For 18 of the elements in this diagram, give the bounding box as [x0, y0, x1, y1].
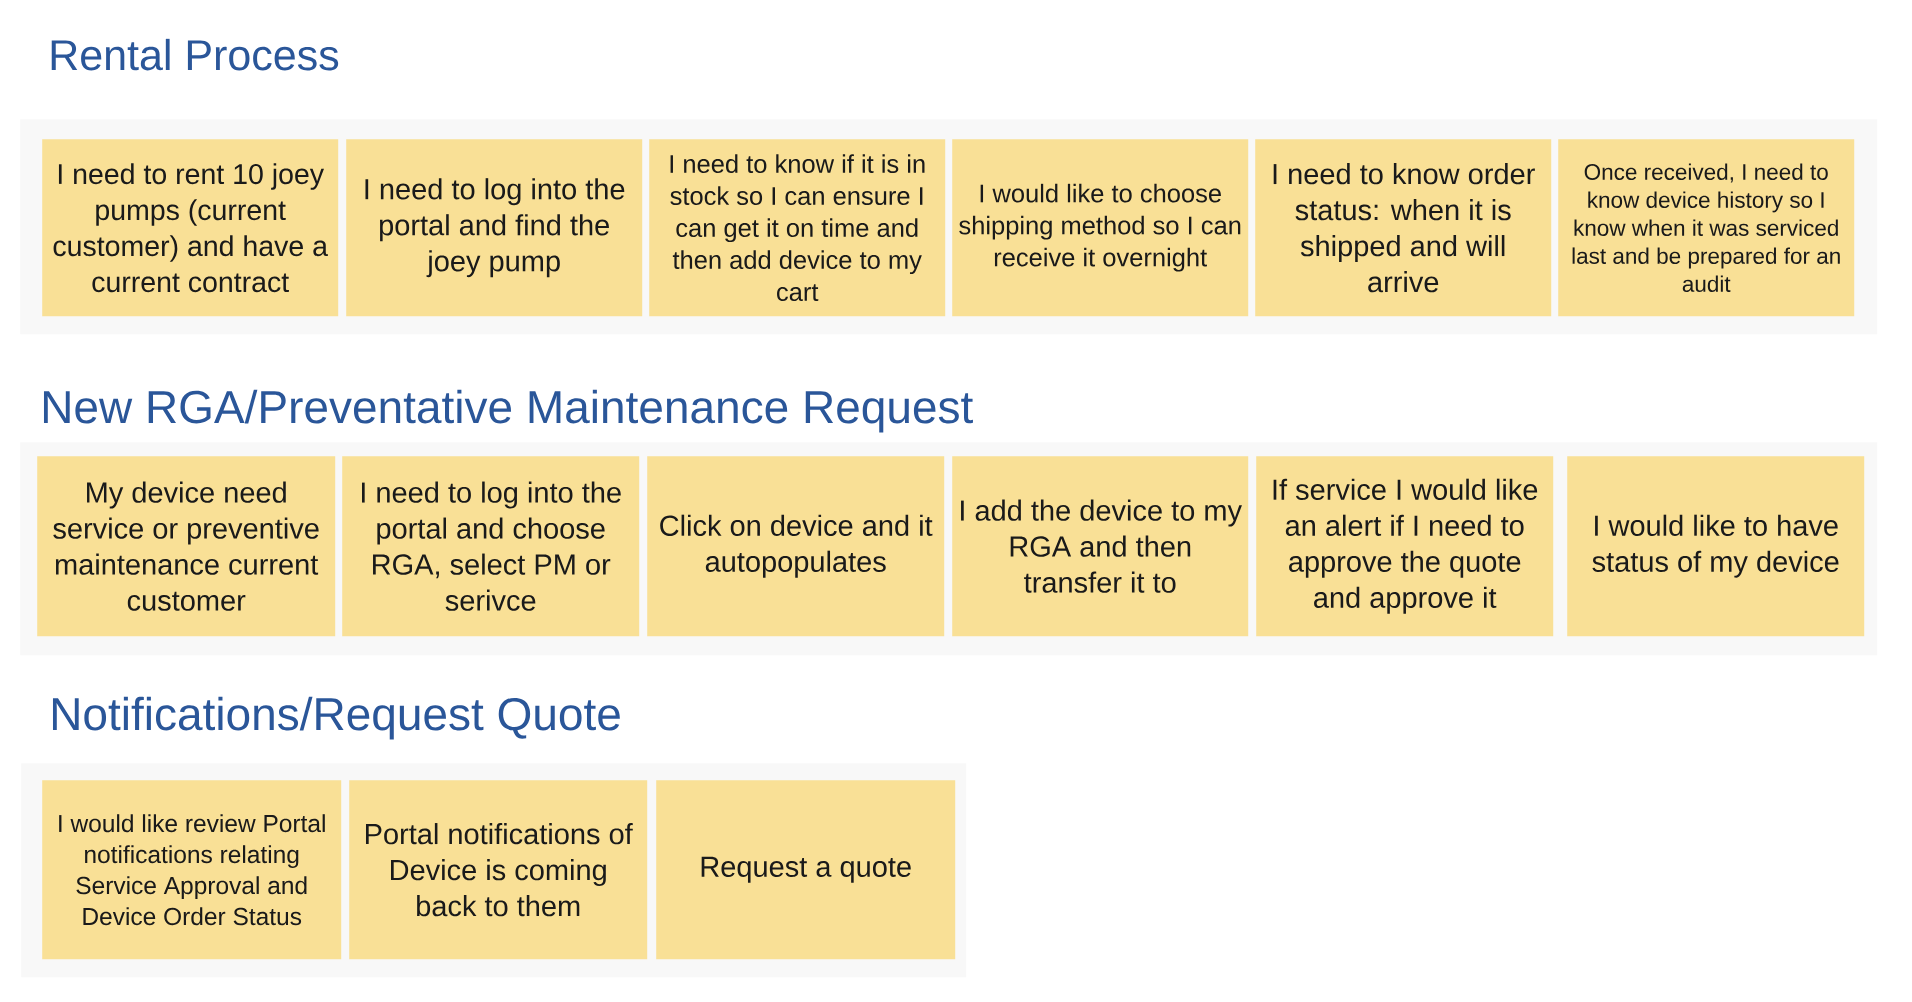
- section-heading: Rental Process: [51, 38, 339, 71]
- sticky-note: I would like to have status of my device: [1567, 456, 1865, 637]
- sticky-note: If service I would like an alert if I need to approve the quote and approve it: [1256, 456, 1554, 637]
- sticky-note: I need to know if it is in stock so I can ensure I can get it on time and then add device to my cart: [649, 139, 946, 317]
- sticky-note: I would like review Portal notifications relating Service Approval and Device Order Status: [42, 780, 342, 960]
- sticky-note: I add the device to my RGA and then transfer it to: [952, 456, 1249, 637]
- sticky-note: I would like to choose shipping method so I can receive it overnight: [952, 139, 1249, 317]
- sticky-note: Request a quote: [656, 780, 956, 960]
- sticky-note: Click on device and it autopopulates: [647, 456, 945, 637]
- sticky-note: I need to log into the portal and choose RGA, select PM or serivce: [342, 456, 640, 637]
- sticky-note: I need to know order status: when it is shipped and will arrive: [1255, 139, 1552, 317]
- section-heading: New RGA/Preventative Maintenance Request: [44, 389, 973, 433]
- sticky-note: My device need service or preventive maintenance current customer: [37, 456, 336, 637]
- sticky-note: I need to rent 10 joey pumps (current customer) and have a current contract: [42, 139, 339, 317]
- sticky-note: Portal notifications of Device is coming back to them: [349, 780, 648, 960]
- sticky-note: Once received, I need to know device history so I know when it was serviced last and be prepared for an audit: [1558, 139, 1855, 317]
- sticky-note: I need to log into the portal and find the joey pump: [346, 139, 643, 317]
- section-heading: Notifications/Request Quote: [53, 696, 620, 740]
